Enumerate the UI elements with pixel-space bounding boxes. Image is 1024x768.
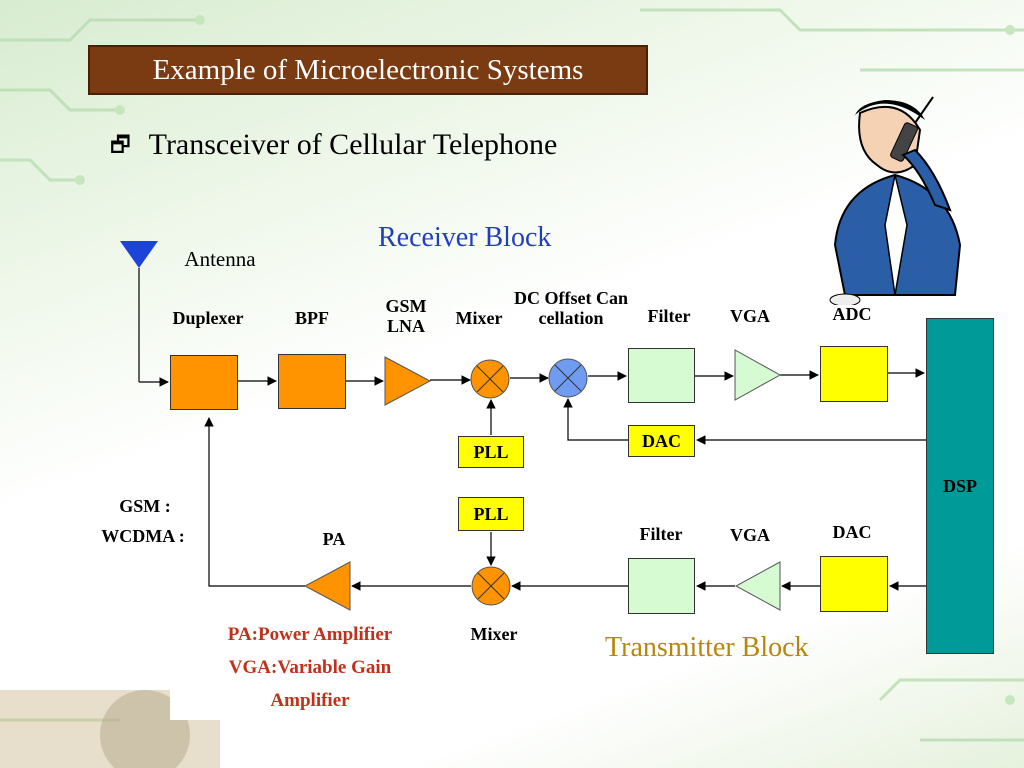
bpf-label: BPF: [295, 308, 329, 328]
abbreviation-legend: PA:Power Amplifier VGA:Variable Gain Amp…: [170, 618, 450, 720]
legend-line: Amplifier: [270, 690, 350, 711]
antenna-icon: [120, 241, 158, 268]
rx-mixer-symbol: [470, 359, 510, 399]
tx-mixer-label: Mixer: [464, 624, 524, 644]
dc-offset-label: DC Offset Cancellation: [514, 288, 628, 328]
rx-vga-label: VGA: [730, 306, 770, 326]
dsp-block: DSP: [926, 318, 994, 654]
rx-mixer-label: Mixer: [454, 308, 504, 328]
gsm-label: GSM :: [119, 496, 171, 516]
legend-line: PA:Power Amplifier: [227, 624, 393, 645]
rx-dac-block: DAC: [628, 425, 695, 457]
lna-amplifier-symbol: [384, 356, 432, 406]
rx-filter-block: [628, 348, 695, 403]
antenna-label: Antenna: [184, 247, 256, 271]
tx-dac-block: [820, 556, 888, 612]
tx-vga-symbol: [734, 561, 781, 611]
legend-line: VGA:Variable Gain: [228, 657, 392, 678]
tx-vga-label: VGA: [730, 525, 770, 545]
tx-pll-block: PLL: [458, 497, 524, 531]
adc-label: ADC: [832, 304, 872, 324]
receiver-block-title: Receiver Block: [378, 222, 552, 253]
tx-filter-block: [628, 558, 695, 614]
tx-dac-label: DAC: [832, 522, 872, 542]
slide-title: Example of Microelectronic Systems: [88, 45, 648, 95]
woman-phone-clipart: [829, 96, 962, 305]
duplexer-block: [170, 355, 238, 410]
window-restore-icon: 🗗: [110, 132, 131, 157]
rx-vga-symbol: [734, 349, 782, 401]
pa-amplifier-symbol: [303, 561, 351, 611]
lna-label: GSM LNA: [385, 296, 427, 336]
tx-filter-label: Filter: [639, 524, 683, 544]
duplexer-label: Duplexer: [172, 308, 244, 328]
bpf-block: [278, 354, 346, 409]
pa-label: PA: [306, 529, 362, 549]
wcdma-label: WCDMA :: [101, 526, 185, 546]
bullet-text: Transceiver of Cellular Telephone: [148, 128, 558, 161]
bullet-item: 🗗 Transceiver of Cellular Telephone: [110, 128, 557, 162]
rx-filter-label: Filter: [647, 306, 691, 326]
tx-mixer-symbol: [471, 566, 511, 606]
transmitter-block-title: Transmitter Block: [605, 632, 809, 663]
rx-pll-block: PLL: [458, 436, 524, 468]
dc-offset-symbol: [548, 358, 588, 398]
adc-block: [820, 346, 888, 402]
